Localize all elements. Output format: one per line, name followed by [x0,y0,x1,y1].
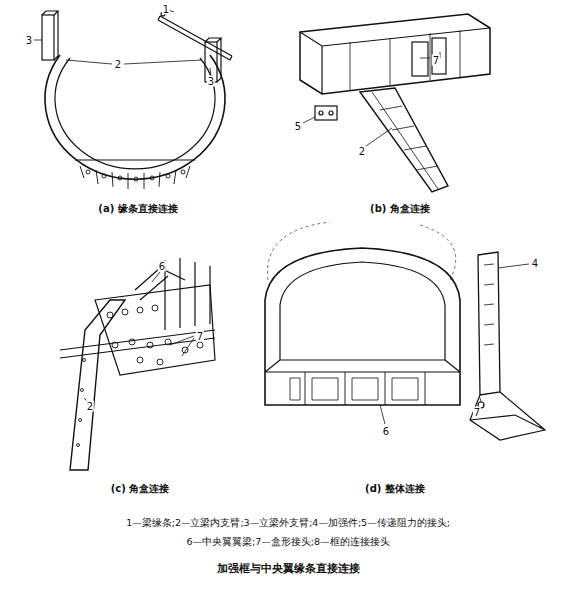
legend-key-text: 6—中央翼翼梁;7—盒形接头;8—框的连接接头 [186,537,389,547]
callout-number: 4 [531,258,539,269]
subfigure-caption: (c) 角盒连接 [111,483,170,494]
subfigure-caption: (a) 缘条直接连接 [98,203,177,214]
callout-number: 6 [158,261,166,272]
callout-number: 2 [358,146,366,157]
legend-key-text: 1—梁缘条;2—立梁内支臂;3—立梁外支臂;4—加强件;5—传递阻力的接头; [126,518,450,528]
callout-number: 3 [25,35,33,46]
subfigure-caption: (b) 角盒连接 [370,203,430,214]
callout-number: 1 [162,4,170,15]
callout-number: 7 [473,407,481,418]
callout-number: 3 [207,76,215,87]
subfigure-caption: (d) 整体连接 [365,483,425,494]
callout-number: 2 [114,59,122,70]
callout-number: 7 [432,55,440,66]
callout-number: 5 [294,121,302,132]
callout-number: 2 [86,401,94,412]
callout-number: 6 [382,426,390,437]
callout-number: 7 [196,331,204,342]
figure-title: 加强框与中央翼缘条直接连接 [217,563,360,575]
